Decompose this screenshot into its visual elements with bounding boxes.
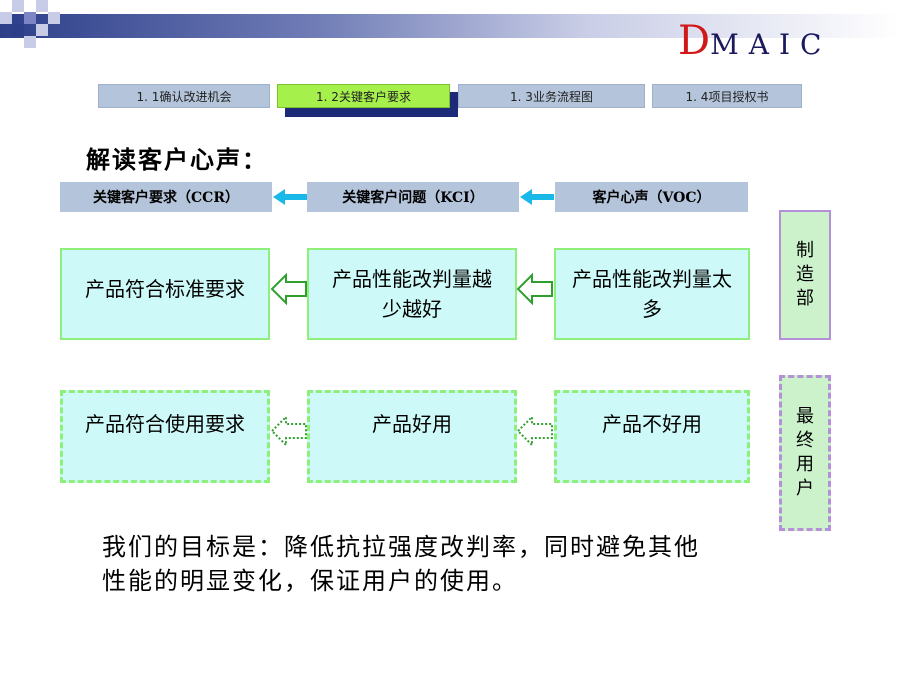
ccr-header: 关键客户要求（CCR） (60, 182, 272, 212)
arrow-left-green-dotted-icon (516, 414, 553, 448)
arrow-left-green-icon (516, 272, 553, 306)
arrow-left-blue-icon (273, 189, 307, 205)
voc-box-end-user: 产品不好用 (554, 390, 750, 483)
box-text: 产品性能改判量太多 (572, 267, 732, 321)
dmaic-logo: DMAIC (678, 18, 831, 64)
tab-1-1[interactable]: 1. 1确认改进机会 (98, 84, 270, 108)
logo-rest: MAIC (710, 28, 832, 61)
tab-label: 1. 2关键客户要求 (316, 89, 411, 104)
box-text: 产品好用 (372, 412, 452, 436)
box-text: 产品不好用 (602, 412, 702, 436)
side-text: 制造部 (796, 240, 814, 309)
side-label-manufacturing: 制造部 (779, 210, 831, 340)
side-text: 最终用户 (796, 406, 814, 499)
box-text: 产品性能改判量越少越好 (332, 267, 492, 321)
corner-checker-decoration (0, 0, 70, 50)
header-band (0, 14, 900, 38)
ccr-box-end-user: 产品符合使用要求 (60, 390, 270, 483)
tab-1-3[interactable]: 1. 3业务流程图 (458, 84, 645, 108)
arrow-left-green-icon (270, 272, 307, 306)
kci-box-manufacturing: 产品性能改判量越少越好 (307, 248, 517, 340)
tab-1-2[interactable]: 1. 2关键客户要求 (277, 84, 450, 108)
voc-box-manufacturing: 产品性能改判量太多 (554, 248, 750, 340)
logo-d: D (678, 18, 711, 64)
tab-label: 1. 4项目授权书 (685, 89, 769, 104)
tab-1-4[interactable]: 1. 4项目授权书 (652, 84, 802, 108)
arrow-left-green-dotted-icon (270, 414, 307, 448)
goal-statement: 我们的目标是：降低抗拉强度改判率，同时避免其他性能的明显变化，保证用户的使用。 (102, 533, 700, 595)
tab-label: 1. 1确认改进机会 (136, 89, 232, 104)
voc-header: 客户心声（VOC） (555, 182, 748, 212)
kci-header: 关键客户问题（KCI） (307, 182, 519, 212)
box-text: 产品符合使用要求 (85, 412, 245, 436)
kci-box-end-user: 产品好用 (307, 390, 517, 483)
ccr-box-manufacturing: 产品符合标准要求 (60, 248, 270, 340)
box-text: 产品符合标准要求 (85, 277, 245, 301)
section-title: 解读客户心声： (86, 145, 268, 174)
tab-label: 1. 3业务流程图 (510, 89, 593, 104)
side-label-end-user: 最终用户 (779, 375, 831, 531)
arrow-left-blue-icon (520, 189, 554, 205)
